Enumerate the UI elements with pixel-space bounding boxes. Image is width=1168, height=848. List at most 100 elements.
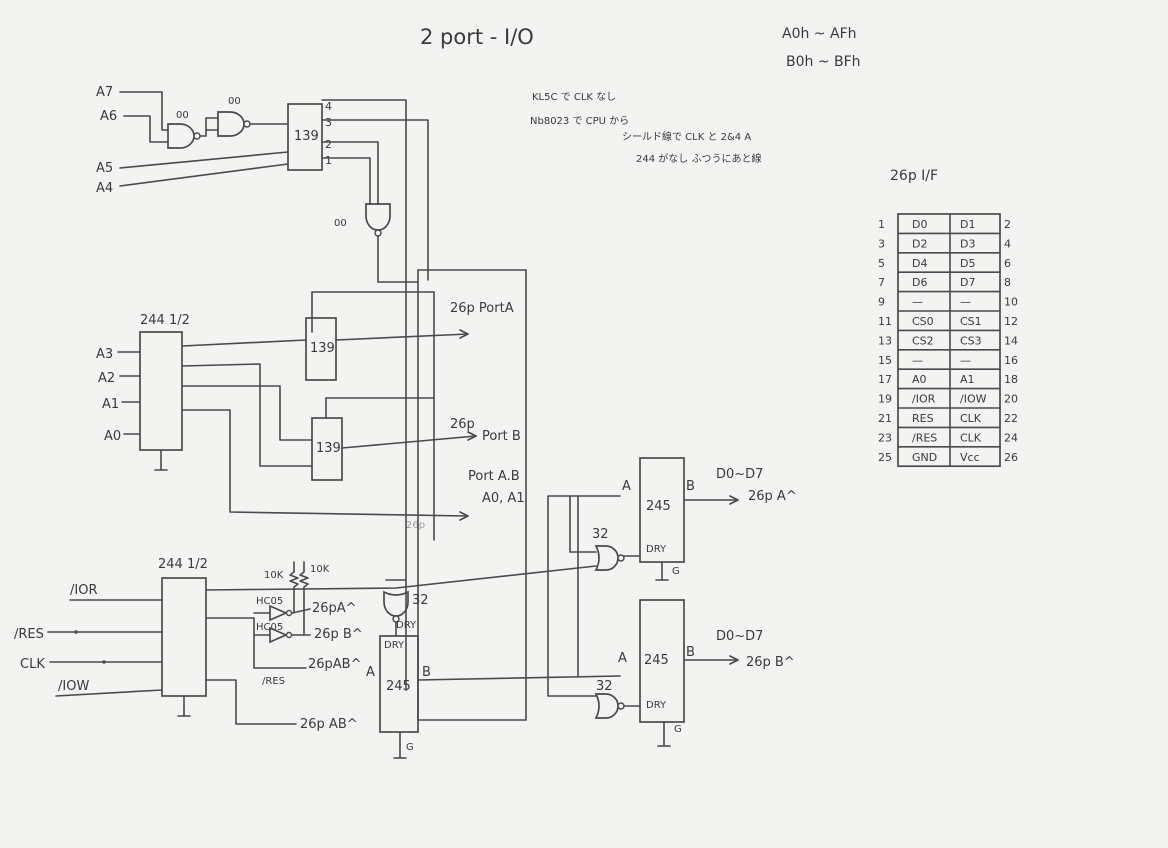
decoder-pin-3: 3 xyxy=(325,116,332,129)
nand-gate-00-first xyxy=(167,123,195,149)
connector-pin-right: 16 xyxy=(1004,354,1018,367)
buffer-label-upper: 244 1/2 xyxy=(140,313,190,328)
connector-signal-left: A0 xyxy=(912,373,927,386)
nand-gate-00-third xyxy=(365,203,391,231)
connector-signal-right: CS1 xyxy=(960,315,982,328)
connector-signal-left: CS2 xyxy=(912,334,934,347)
connector-pin-right: 14 xyxy=(1004,334,1018,347)
connector-pin-right: 10 xyxy=(1004,296,1018,309)
nand-label-3: 00 xyxy=(334,218,347,229)
signal-label-port-a: 26p PortA xyxy=(450,301,514,316)
connector-signal-right: Vcc xyxy=(960,451,980,464)
decoder-139-port-a xyxy=(305,317,337,381)
dry-pin-port-b: DRY xyxy=(646,700,667,711)
connector-signal-right: A1 xyxy=(960,373,975,386)
control-label-iow: /IOW xyxy=(58,679,89,694)
connector-signal-left: CS0 xyxy=(912,315,934,328)
connector-pin-left: 9 xyxy=(878,296,885,309)
decoder-label-upper: 139 xyxy=(294,129,319,144)
output-port-a: 26p A^ xyxy=(748,489,797,504)
connector-pin-left: 23 xyxy=(878,431,892,444)
input-label-a7: A7 xyxy=(96,85,113,100)
connector-signal-right: CLK xyxy=(960,412,982,425)
address-range-a: A0h ~ AFh xyxy=(782,26,857,42)
connector-pin-right: 22 xyxy=(1004,412,1018,425)
dry-pin-port-a: DRY xyxy=(646,544,667,555)
pin-a-port-a: A xyxy=(622,479,631,494)
pin-b-port-a: B xyxy=(686,479,695,494)
transceiver-label-center: 245 xyxy=(386,679,411,694)
input-label-a5: A5 xyxy=(96,161,113,176)
control-label-clk: CLK xyxy=(20,657,45,672)
connector-pin-left: 21 xyxy=(878,412,892,425)
or-gate-32-port-b xyxy=(594,693,619,719)
inverter-hc05-a xyxy=(269,604,289,622)
signal-label-port-b: Port B xyxy=(482,429,521,444)
faded-26p-label: 26p xyxy=(406,520,425,531)
d-range-port-b: D0~D7 xyxy=(716,629,763,644)
connector-pin-left: 11 xyxy=(878,315,892,328)
connector-pin-right: 8 xyxy=(1004,276,1011,289)
connector-pin-right: 18 xyxy=(1004,373,1018,386)
input-label-a4: A4 xyxy=(96,181,113,196)
or-label-port-b: 32 xyxy=(596,679,613,694)
inverter-label-b: HC05 xyxy=(256,622,283,633)
connector-signal-left: RES xyxy=(912,412,934,425)
signal-res-out: 26pAB^ xyxy=(308,657,362,672)
pin-b-center: B xyxy=(422,665,431,680)
upper-address-decoder: A7 A6 A5 A4 00 00 139 4 3 2 1 00 xyxy=(96,85,429,691)
connector-signal-right: CLK xyxy=(960,431,982,444)
or-bubble xyxy=(617,702,625,710)
note-4: 244 がなし ふつうにあと線 xyxy=(636,152,761,165)
connector-pin-left: 25 xyxy=(878,451,892,464)
decoder-label-port-b: 139 xyxy=(316,441,341,456)
connector-pin-right: 26 xyxy=(1004,451,1018,464)
connector-pin-left: 1 xyxy=(878,218,885,231)
signal-hc05-a: 26pA^ xyxy=(312,601,357,616)
connector-pin-right: 2 xyxy=(1004,218,1011,231)
address-range-b: B0h ~ BFh xyxy=(786,54,861,70)
connector-pin-left: 13 xyxy=(878,334,892,347)
decoder-pin-1: 1 xyxy=(325,154,332,167)
connector-signal-left: — xyxy=(912,296,923,309)
page-title: 2 port - I/O xyxy=(420,25,534,49)
port-decode-region: 244 1/2 A3 A2 A1 A0 139 26p PortA 139 26… xyxy=(96,269,527,721)
connector-signal-left: — xyxy=(912,354,923,367)
connector-signal-right: D3 xyxy=(960,237,975,250)
connector-pin-right: 20 xyxy=(1004,393,1018,406)
resistor-label-1: 10K xyxy=(264,570,284,581)
connector-title: 26p I/F xyxy=(890,168,938,184)
transceiver-label-port-a: 245 xyxy=(646,499,671,514)
transceiver-port-b: A 245 DRY B D0~D7 26p B^ G 32 xyxy=(547,495,795,747)
connector-signal-left: D6 xyxy=(912,276,927,289)
connector-pin-left: 19 xyxy=(878,393,892,406)
connector-signal-left: D0 xyxy=(912,218,927,231)
output-port-b: 26p B^ xyxy=(746,655,795,670)
control-region: 244 1/2 /IOR /RES CLK /IOW HC05 26pA^ HC… xyxy=(14,557,597,732)
decoder-139-upper xyxy=(287,103,323,171)
connector-pin-left: 7 xyxy=(878,276,885,289)
inverter-label-a: HC05 xyxy=(256,596,283,607)
connector-signal-right: D1 xyxy=(960,218,975,231)
inverter-bubble xyxy=(285,609,293,617)
nand-bubble xyxy=(374,229,382,237)
connector-signal-right: D5 xyxy=(960,257,975,270)
or-bubble xyxy=(617,554,625,562)
signal-res-label: /RES xyxy=(262,676,285,687)
gnd-label-center: G xyxy=(406,742,414,753)
connector-signal-left: /RES xyxy=(912,431,937,444)
note-3: シールド線で CLK と 2&4 A xyxy=(622,130,751,143)
buffer-label-lower: 244 1/2 xyxy=(158,557,208,572)
nand-label-1: 00 xyxy=(176,110,189,121)
connector-signal-right: — xyxy=(960,354,971,367)
connector-signal-left: D4 xyxy=(912,257,927,270)
connector-signal-left: GND xyxy=(912,451,937,464)
connector-pin-right: 6 xyxy=(1004,257,1011,270)
inverter-bubble xyxy=(285,631,293,639)
connector-pin-left: 17 xyxy=(878,373,892,386)
connector-signal-right: /IOW xyxy=(960,393,987,406)
signal-iow-out: 26p AB^ xyxy=(300,717,358,732)
dry-pin-center: DRY xyxy=(384,640,405,651)
signal-label-port-ab: Port A.B xyxy=(468,469,520,484)
